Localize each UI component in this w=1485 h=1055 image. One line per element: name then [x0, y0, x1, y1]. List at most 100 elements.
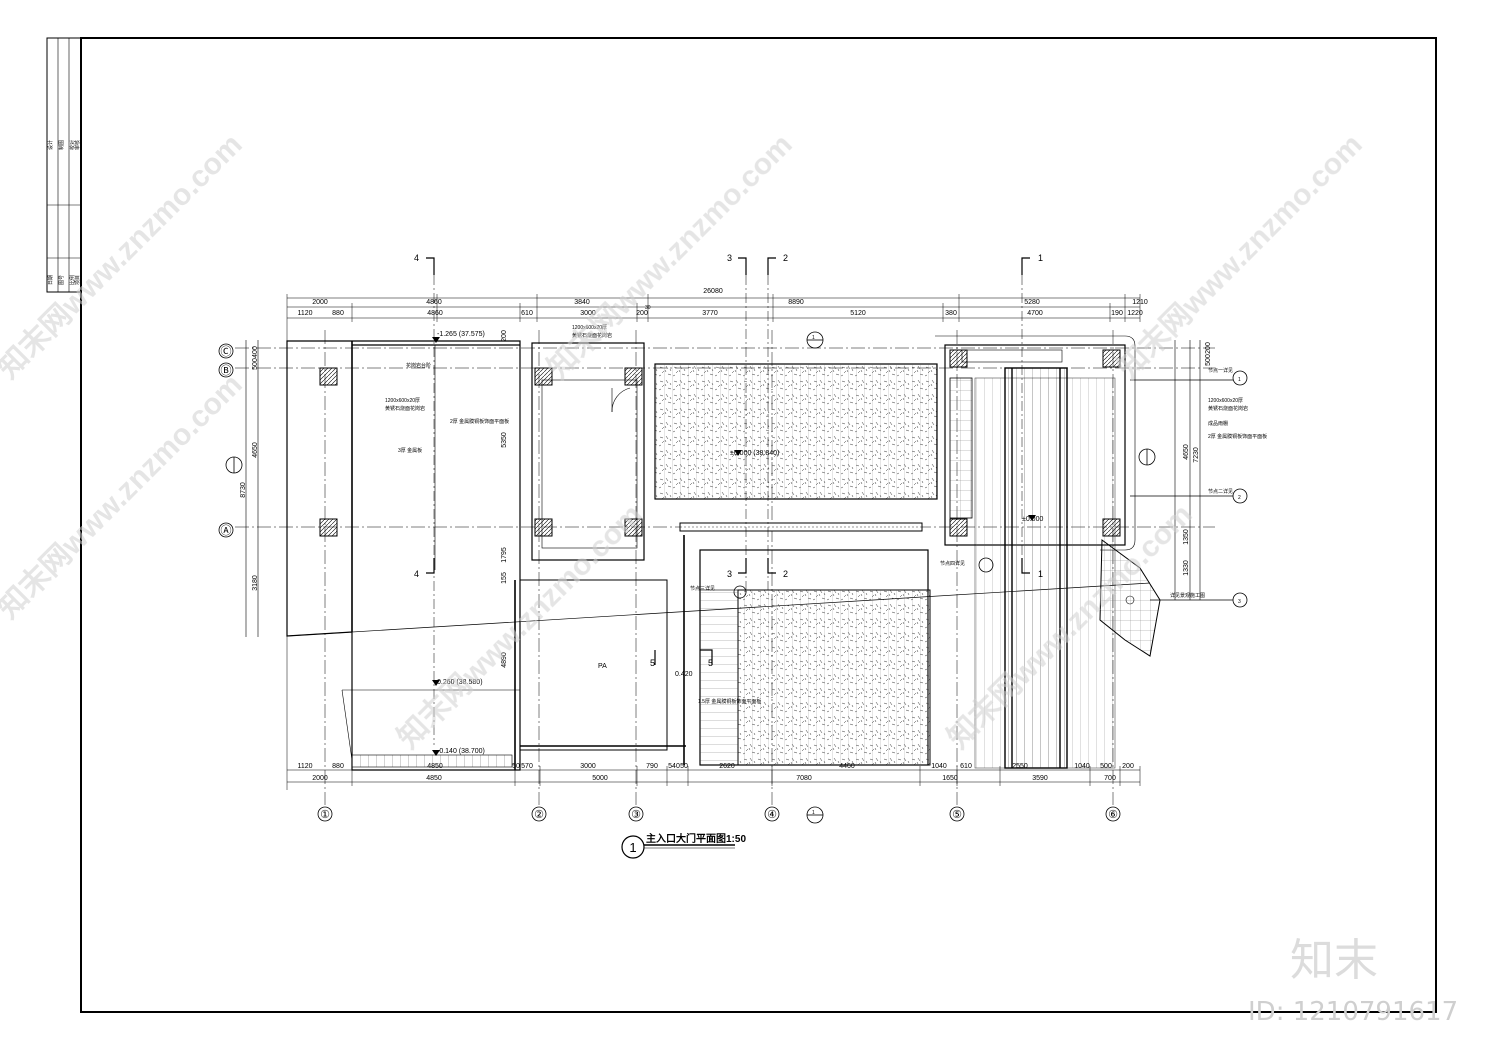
sec-5-right: 5: [708, 658, 713, 668]
dim-r-3: 7230: [1193, 447, 1200, 463]
dim-in-4: 200: [501, 330, 508, 342]
dim-t1-0: 2000: [312, 299, 328, 306]
dim-b2-4: 1650: [942, 775, 958, 782]
room-label: PA: [598, 663, 607, 670]
grid-col-5: ⑤: [952, 809, 962, 821]
dim-b1-10: 4460: [839, 763, 855, 770]
dim-l-2: 4650: [252, 442, 259, 458]
note-r7: 详见景观施工图: [1170, 592, 1205, 599]
watermark-4: 知末网www.znzmo.com: [0, 368, 249, 625]
dim-b1-12: 610: [960, 763, 972, 770]
dim-t2-0: 1120: [297, 310, 312, 317]
dim-t2-3: 610: [521, 310, 533, 317]
dim-b1-2: 4850: [427, 763, 443, 770]
dim-t1-5: 1210: [1132, 299, 1148, 306]
note-n6: 节点四详见: [940, 560, 965, 567]
dim-b1-15: 500: [1100, 763, 1112, 770]
dim-r-2: 4650: [1183, 444, 1190, 460]
detail-r3: 3: [1238, 599, 1241, 605]
dim-b1-7: 540: [668, 763, 680, 770]
dim-t1-3: 8890: [788, 299, 804, 306]
grid-col-6: ⑥: [1108, 809, 1118, 821]
tb-date: 日期: [48, 275, 54, 285]
dim-in-0: 5350: [501, 432, 508, 448]
tb-scale: 比例: [69, 275, 76, 285]
section-cut-lines: [433, 275, 1023, 745]
sec-2-bottom: 2: [783, 569, 788, 579]
note-r2: 1200x600x20厚: [1208, 398, 1243, 404]
note-r3: 黄锈石烧面花岗岩: [1208, 405, 1248, 412]
room-pa: [519, 579, 668, 751]
detail-top: 1: [812, 335, 815, 341]
dim-b1-1: 880: [332, 763, 344, 770]
note-floor-paving: 1200x600x20厚: [385, 398, 420, 404]
grid-col-3: ③: [631, 809, 641, 821]
watermark-id: ID: 1210791617: [1248, 997, 1458, 1027]
detail-bottom: 1: [812, 810, 815, 816]
dim-b1-9: 2620: [719, 763, 735, 770]
dim-t2-11: 1220: [1127, 310, 1143, 317]
sec-3-top: 3: [727, 253, 732, 263]
dim-l-3: 8730: [240, 482, 247, 498]
dim-t1-2: 3840: [574, 299, 590, 306]
sec-4-bottom: 4: [414, 569, 419, 579]
dim-b1-11: 1040: [931, 763, 947, 770]
dim-t2-5: 200: [636, 310, 648, 317]
step-strip: [351, 754, 513, 768]
dim-t1-1: 4860: [426, 299, 442, 306]
note-r4: 成品雨棚: [1208, 420, 1228, 427]
sec-2-top: 2: [783, 253, 788, 263]
grid-row-c: Ⓒ: [221, 345, 232, 358]
dim-t2-10: 190: [1111, 310, 1123, 317]
title-block-frame: [46, 37, 82, 293]
dim-b1-6: 790: [646, 763, 658, 770]
dim-r-5: 1330: [1183, 560, 1190, 576]
dim-in-1: 1795: [501, 547, 508, 563]
dim-r-0: 200: [1205, 342, 1212, 354]
sec-3-bottom: 3: [727, 569, 732, 579]
plinth: [1099, 539, 1161, 657]
dim-b1-13: 2550: [1012, 763, 1028, 770]
title-block-labels: 设计 制图 校对 审核 日期 图号 比例 项目: [47, 140, 81, 285]
level-5: -0.140 (38.700): [437, 748, 485, 755]
tb-design: 设计: [47, 140, 54, 150]
dim-l-4: 3180: [252, 575, 259, 591]
plan: [218, 257, 1248, 859]
watermark-2: 知末网www.znzmo.com: [542, 128, 799, 385]
grid-col-4: ④: [767, 809, 777, 821]
columns: [319, 349, 1121, 537]
note-tile: 1200x600x20厚: [572, 325, 607, 331]
title-bubble: [621, 835, 645, 859]
note-tile-b2: 黄锈石烧面花岗岩: [385, 405, 425, 412]
dim-top-small: 30: [645, 305, 651, 311]
dim-b1-8: 50: [680, 763, 688, 770]
dim-b1-16: 200: [1122, 763, 1134, 770]
dim-in-3: 4890: [501, 652, 508, 668]
elevation-markers: [225, 331, 1248, 824]
drawing-title: 主入口大门平面图1:50: [646, 832, 746, 845]
tb-project: 项目: [75, 275, 81, 285]
note-r1: 节点一详见: [1208, 367, 1233, 374]
dim-r-1: 500: [1205, 354, 1212, 366]
note-n5: 节点三详见: [690, 585, 715, 592]
level-4: 0.260 (38.580): [437, 679, 483, 686]
note-r5: 2厚 金属膜铜板饰面平面板: [1208, 433, 1267, 440]
grid-col-1: ①: [320, 809, 330, 821]
dim-in-2: 155: [501, 572, 508, 584]
dim-b2-1: 4850: [426, 775, 442, 782]
title-number: 1: [629, 840, 636, 855]
note-tile-b: 黄锈石烧面花岗岩: [572, 332, 612, 339]
grid-row-b: Ⓑ: [221, 364, 232, 377]
grid-row-a: Ⓐ: [221, 524, 232, 537]
dim-l-0: 400: [252, 346, 259, 358]
dim-b2-0: 2000: [312, 775, 328, 782]
grid-bubbles: [218, 343, 1121, 822]
dim-l-1: 500: [252, 358, 259, 370]
note-n2: 2厚 金属膜铜板饰面平面板: [450, 418, 509, 425]
detail-r1: 1: [1238, 377, 1241, 383]
tb-drawn: 制图: [58, 140, 65, 150]
dim-t2-8: 380: [945, 310, 957, 317]
watermark-1: 知末网www.znzmo.com: [0, 128, 249, 385]
